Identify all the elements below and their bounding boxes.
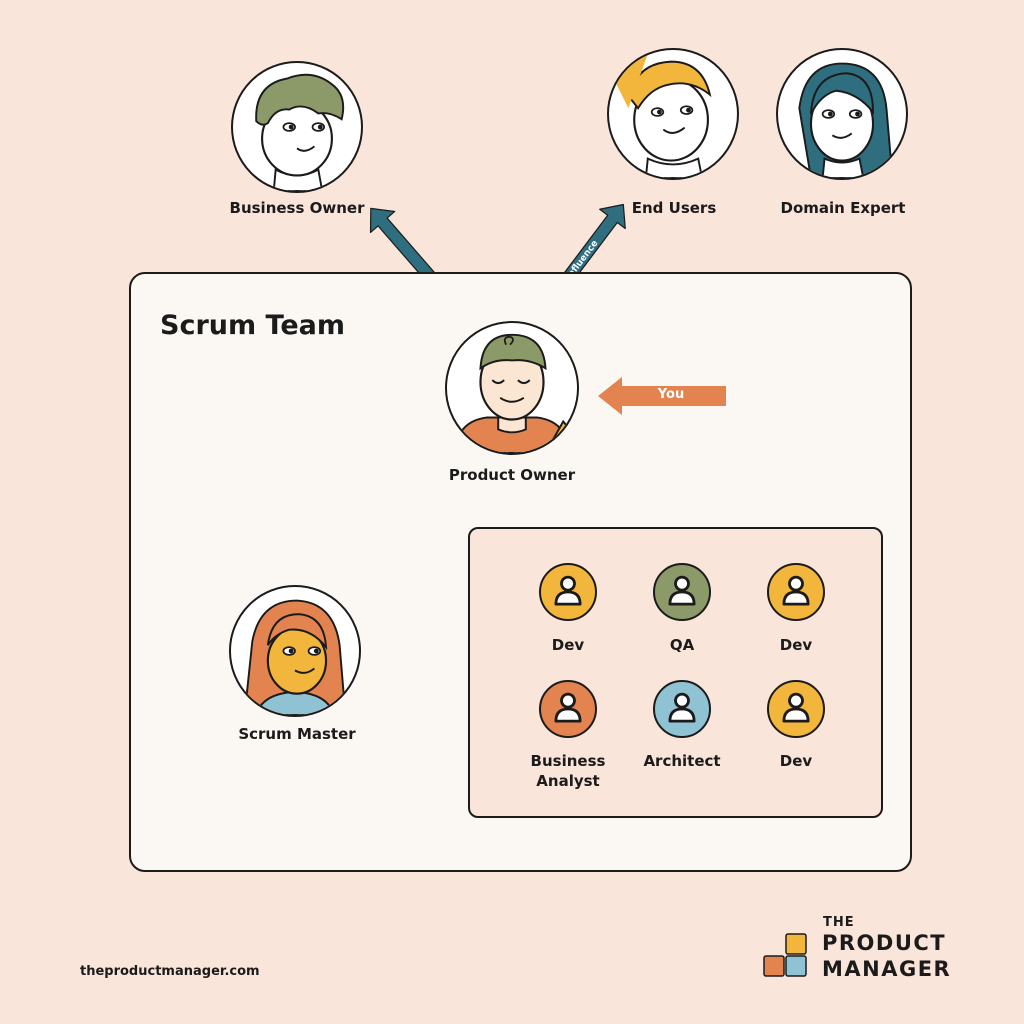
person-icon bbox=[767, 563, 825, 621]
website-link[interactable]: theproductmanager.com bbox=[80, 964, 260, 979]
logo-text-the: THE bbox=[823, 915, 855, 930]
logo-icon bbox=[763, 933, 807, 977]
end-users-avatar bbox=[607, 48, 739, 180]
scrum-master-avatar bbox=[229, 585, 361, 717]
team-member-label: Dev bbox=[779, 636, 813, 654]
product-owner-label: Product Owner bbox=[448, 466, 576, 484]
person-icon bbox=[653, 563, 711, 621]
team-member-label: Architect bbox=[643, 752, 721, 770]
person-icon bbox=[539, 563, 597, 621]
you-arrow bbox=[598, 377, 726, 415]
you-label: You bbox=[657, 387, 685, 402]
business-owner-label: Business Owner bbox=[229, 199, 365, 217]
business-owner-avatar bbox=[231, 61, 363, 193]
domain-expert-avatar bbox=[776, 48, 908, 180]
end-users-label: End Users bbox=[631, 199, 717, 217]
person-icon bbox=[767, 680, 825, 738]
scrum-master-label: Scrum Master bbox=[238, 725, 356, 743]
domain-expert-label: Domain Expert bbox=[780, 199, 906, 217]
team-member-label: Dev bbox=[551, 636, 585, 654]
team-member-label: QA bbox=[669, 636, 695, 654]
person-icon bbox=[539, 680, 597, 738]
person-icon bbox=[653, 680, 711, 738]
scrum-team-title: Scrum Team bbox=[160, 310, 346, 341]
team-member-label: Dev bbox=[779, 752, 813, 770]
team-member-label: Business Analyst bbox=[530, 752, 606, 790]
logo-text-manager: MANAGER bbox=[822, 957, 952, 981]
logo-text-product: PRODUCT bbox=[822, 931, 947, 955]
product-owner-avatar bbox=[445, 321, 579, 455]
